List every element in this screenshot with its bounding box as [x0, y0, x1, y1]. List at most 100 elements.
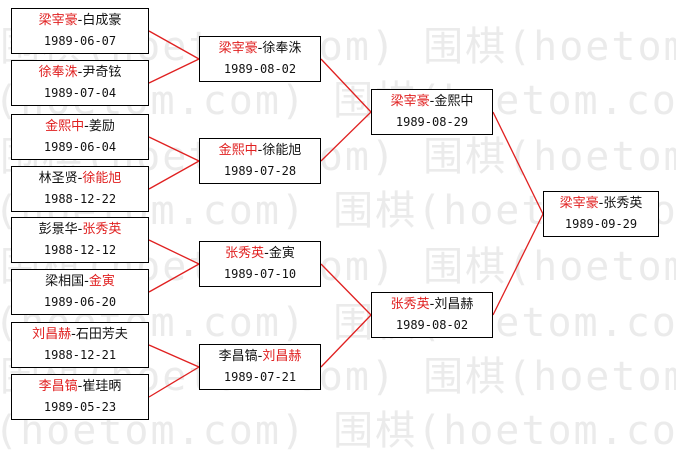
player-name: 刘昌赫 [434, 297, 474, 312]
bracket-connector-line [148, 58, 200, 84]
match-date: 1989-09-29 [564, 217, 638, 231]
match-players: 梁宰豪-白成豪 [12, 11, 148, 31]
bracket-connector-line [148, 263, 200, 293]
match-players: 梁宰豪-徐奉洙 [200, 39, 320, 59]
match-players: 李昌镐-崔珪昞 [12, 377, 148, 397]
separator: - [71, 327, 76, 342]
match-box-round1: 金熙中-姜励 1989-06-04 [11, 114, 149, 160]
match-players: 梁宰豪-金熙中 [372, 92, 492, 112]
player-name: 尹奇铉 [82, 65, 122, 80]
match-box-round1: 李昌镐-崔珪昞 1989-05-23 [11, 374, 149, 420]
bracket-connector-line [148, 160, 200, 190]
match-box-round3: 张秀英-刘昌赫 1989-08-02 [371, 292, 493, 338]
player-name: 徐能旭 [82, 171, 122, 186]
bracket-connector-line [492, 213, 544, 316]
match-date: 1988-12-22 [43, 192, 117, 206]
bracket-connector-line [320, 111, 372, 162]
separator: - [77, 13, 83, 28]
match-box-round1: 梁宰豪-白成豪 1989-06-07 [11, 8, 149, 54]
bracket-connector-line [148, 136, 200, 162]
match-date: 1988-12-12 [43, 243, 117, 257]
player-name: 梁宰豪 [38, 13, 78, 28]
match-players: 林圣贤-徐能旭 [12, 169, 148, 189]
match-box-round1: 彭景华-张秀英 1988-12-12 [11, 217, 149, 263]
match-date: 1989-06-07 [43, 34, 117, 48]
match-date: 1989-08-02 [395, 318, 469, 332]
separator: - [598, 196, 604, 211]
match-date: 1989-08-02 [223, 62, 297, 76]
player-name: 张秀英 [225, 246, 265, 261]
match-box-round2: 张秀英-金寅 1989-07-10 [199, 241, 321, 287]
separator: - [77, 65, 83, 80]
match-players: 梁相国-金寅 [12, 272, 148, 292]
match-date: 1989-07-10 [223, 267, 297, 281]
match-players: 金熙中-徐能旭 [200, 141, 320, 161]
match-players: 李昌镐-刘昌赫 [200, 347, 320, 367]
player-name: 彭景华 [38, 222, 78, 237]
player-name: 梁宰豪 [559, 196, 599, 211]
match-box-round4: 梁宰豪-张秀英 1989-09-29 [543, 191, 659, 237]
match-date: 1989-07-21 [223, 370, 297, 384]
bracket-connector-line [320, 58, 372, 113]
match-date: 1989-05-23 [43, 400, 117, 414]
match-players: 张秀英-刘昌赫 [372, 295, 492, 315]
player-name: 刘昌赫 [32, 327, 72, 342]
player-name: 金熙中 [218, 143, 258, 158]
separator: - [77, 222, 83, 237]
player-name: 金熙中 [434, 94, 474, 109]
match-date: 1988-12-21 [43, 348, 117, 362]
bracket-connector-line [148, 30, 200, 60]
player-name: 石田芳夫 [75, 327, 128, 342]
player-name: 徐奉洙 [38, 65, 78, 80]
match-players: 张秀英-金寅 [200, 244, 320, 264]
player-name: 刘昌赫 [262, 349, 302, 364]
match-box-round2: 梁宰豪-徐奉洙 1989-08-02 [199, 36, 321, 82]
separator: - [264, 246, 269, 261]
player-name: 张秀英 [82, 222, 122, 237]
player-name: 张秀英 [390, 297, 430, 312]
player-name: 梁相国 [45, 274, 85, 289]
bracket-connectors [148, 30, 544, 398]
player-name: 李昌镐 [218, 349, 258, 364]
player-name: 林圣贤 [38, 171, 78, 186]
match-date: 1989-06-04 [43, 140, 117, 154]
player-name: 金熙中 [45, 119, 85, 134]
player-name: 白成豪 [82, 13, 122, 28]
separator: - [84, 274, 89, 289]
match-box-round1: 梁相国-金寅 1989-06-20 [11, 269, 149, 315]
player-name: 金寅 [268, 246, 295, 261]
match-date: 1989-06-20 [43, 295, 117, 309]
match-players: 刘昌赫-石田芳夫 [12, 325, 148, 345]
bracket-connector-line [492, 111, 544, 215]
match-players: 徐奉洙-尹奇铉 [12, 63, 148, 83]
player-name: 崔珪昞 [82, 379, 122, 394]
match-box-round1: 刘昌赫-石田芳夫 1988-12-21 [11, 322, 149, 368]
player-name: 梁宰豪 [390, 94, 430, 109]
separator: - [257, 41, 263, 56]
player-name: 金寅 [88, 274, 115, 289]
separator: - [84, 119, 89, 134]
match-players: 梁宰豪-张秀英 [544, 194, 658, 214]
separator: - [77, 379, 83, 394]
player-name: 梁宰豪 [218, 41, 258, 56]
separator: - [257, 349, 263, 364]
match-players: 金熙中-姜励 [12, 117, 148, 137]
player-name: 李昌镐 [38, 379, 78, 394]
bracket-connector-line [148, 366, 200, 398]
player-name: 姜励 [88, 119, 115, 134]
separator: - [257, 143, 263, 158]
player-name: 徐能旭 [262, 143, 302, 158]
bracket-connector-line [148, 239, 200, 265]
bracket-connector-line [148, 344, 200, 368]
match-box-round1: 林圣贤-徐能旭 1988-12-22 [11, 166, 149, 212]
separator: - [429, 297, 435, 312]
separator: - [77, 171, 83, 186]
match-box-round1: 徐奉洙-尹奇铉 1989-07-04 [11, 60, 149, 106]
match-box-round2: 李昌镐-刘昌赫 1989-07-21 [199, 344, 321, 390]
match-date: 1989-07-04 [43, 86, 117, 100]
match-players: 彭景华-张秀英 [12, 220, 148, 240]
player-name: 徐奉洙 [262, 41, 302, 56]
player-name: 张秀英 [603, 196, 643, 211]
